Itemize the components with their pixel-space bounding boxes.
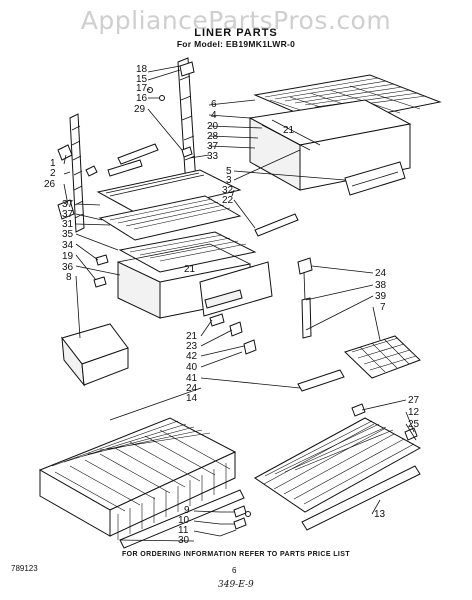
callout-7: 7 bbox=[380, 302, 386, 313]
svg-text:21: 21 bbox=[283, 125, 295, 136]
callout-numbers: 18 15 17 16 29 6 4 20 28 37 33 1 2 26 5 … bbox=[44, 64, 420, 546]
callout-5: 5 bbox=[226, 166, 232, 177]
small-clips bbox=[93, 254, 109, 288]
callout-11: 11 bbox=[178, 525, 189, 536]
callout-13: 13 bbox=[374, 509, 386, 520]
freezer-shelf-rail bbox=[301, 465, 421, 531]
callout-19: 19 bbox=[62, 251, 74, 262]
callout-32: 32 bbox=[222, 185, 234, 196]
rail-clip bbox=[57, 144, 98, 220]
callout-25: 25 bbox=[408, 419, 420, 430]
ice-cube-tray bbox=[344, 335, 421, 379]
callout-9: 9 bbox=[184, 505, 190, 516]
humidity-slider bbox=[209, 313, 257, 355]
freezer-wire-basket bbox=[38, 417, 237, 540]
callout-29: 29 bbox=[134, 104, 146, 115]
callout-24b: 24 bbox=[375, 268, 387, 279]
callout-20: 20 bbox=[207, 121, 219, 132]
ice-maker-arm bbox=[297, 257, 313, 339]
callout-26: 26 bbox=[44, 179, 56, 190]
callout-16: 16 bbox=[136, 93, 148, 104]
callout-23: 23 bbox=[186, 341, 198, 352]
handwritten-note: 349-E-9 bbox=[218, 580, 254, 590]
model-line: For Model: EB19MK1LWR-0 bbox=[176, 39, 296, 49]
diagram-title: LINER PARTS bbox=[194, 27, 278, 39]
document-number: 789123 bbox=[11, 564, 38, 573]
callout-14: 14 bbox=[186, 393, 198, 404]
callout-22: 22 bbox=[222, 195, 234, 206]
callout-4: 4 bbox=[211, 110, 217, 121]
callout-34: 34 bbox=[62, 240, 74, 251]
callout-37b: 37 bbox=[62, 199, 74, 210]
callout-24: 24 bbox=[186, 383, 198, 394]
hardware-screws bbox=[219, 505, 251, 537]
callout-17: 17 bbox=[136, 83, 148, 94]
callout-8: 8 bbox=[66, 272, 72, 283]
callout-10: 10 bbox=[178, 515, 190, 526]
callout-28: 28 bbox=[207, 131, 219, 142]
wire-shelf bbox=[98, 195, 242, 241]
callout-31: 31 bbox=[62, 219, 74, 230]
shelf-edge-trim bbox=[117, 143, 299, 237]
freezer-wire-shelf bbox=[254, 417, 422, 513]
callout-39: 39 bbox=[375, 291, 387, 302]
left-shelf-rail bbox=[69, 113, 85, 233]
ordering-note: FOR ORDERING INFORMATION REFER TO PARTS … bbox=[121, 551, 351, 558]
callout-18: 18 bbox=[136, 64, 148, 75]
callout-6: 6 bbox=[211, 99, 217, 110]
callout-21: 21 bbox=[186, 331, 198, 342]
callout-42: 42 bbox=[186, 351, 198, 362]
callout-27: 27 bbox=[408, 395, 420, 406]
dairy-bin bbox=[61, 323, 129, 387]
glass-shelf bbox=[96, 169, 242, 215]
svg-text:21: 21 bbox=[184, 264, 196, 275]
crisper-cover: 21 bbox=[118, 231, 257, 275]
callout-35: 35 bbox=[62, 229, 74, 240]
callout-41: 41 bbox=[186, 373, 198, 384]
drawer-front-trim bbox=[344, 161, 406, 196]
callout-15: 15 bbox=[136, 74, 148, 85]
basket-slide-rail bbox=[119, 489, 245, 549]
page-number: 6 bbox=[232, 566, 237, 575]
callout-33: 33 bbox=[207, 151, 219, 162]
watermark: AppliancePartsPros.com bbox=[80, 6, 392, 35]
crisper-front bbox=[199, 261, 273, 317]
callout-30: 30 bbox=[178, 535, 190, 546]
leader-lines bbox=[63, 65, 417, 542]
callout-37: 37 bbox=[207, 141, 219, 152]
callout-3: 3 bbox=[226, 175, 232, 186]
callout-37c: 37 bbox=[62, 209, 74, 220]
callout-2: 2 bbox=[50, 168, 56, 179]
callout-40: 40 bbox=[186, 362, 198, 373]
callout-12: 12 bbox=[408, 407, 420, 418]
door-bar-trim bbox=[107, 159, 345, 392]
callout-1: 1 bbox=[50, 158, 56, 169]
screw-16 bbox=[159, 95, 165, 101]
callout-36: 36 bbox=[62, 262, 74, 273]
callout-38: 38 bbox=[375, 280, 387, 291]
